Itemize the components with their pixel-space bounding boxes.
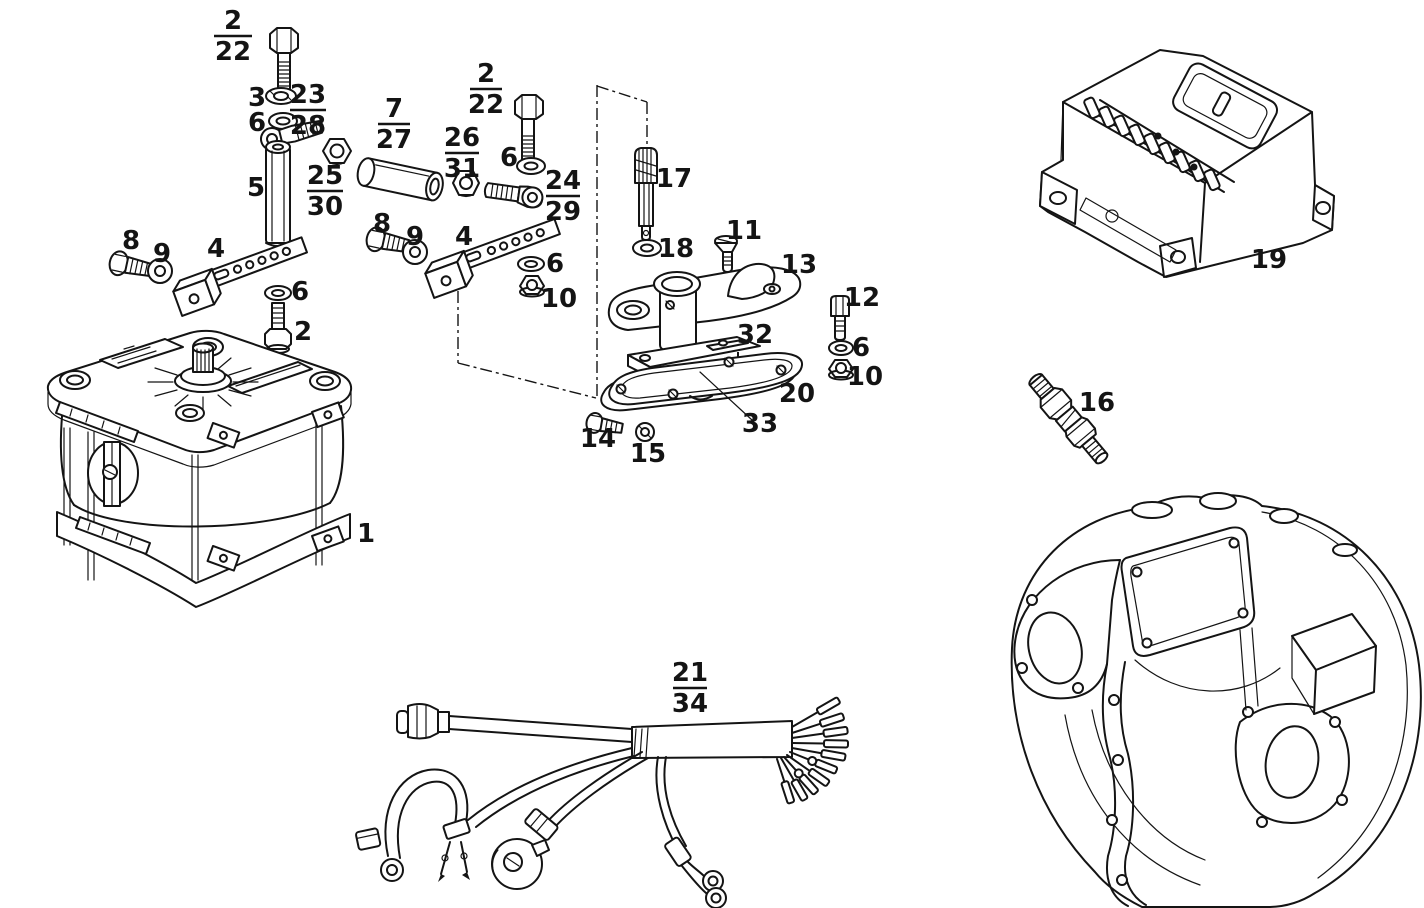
label-4-b: 4 xyxy=(455,222,473,252)
label-6-d: 6 xyxy=(546,249,564,279)
construction-lines xyxy=(457,85,648,399)
svg-text:30: 30 xyxy=(307,192,343,222)
terminal-block xyxy=(206,422,241,449)
svg-text:29: 29 xyxy=(545,197,581,227)
part-25-30-nut xyxy=(322,138,352,166)
label-11: 11 xyxy=(726,216,762,246)
part-4-bracket-b xyxy=(424,218,561,299)
label-25-30: 25 30 xyxy=(307,161,343,222)
part-7-27-bushing xyxy=(356,157,444,202)
label-18: 18 xyxy=(658,234,694,264)
svg-text:2: 2 xyxy=(224,6,242,36)
label-23-28: 23 28 xyxy=(290,80,326,141)
part-19-control-box xyxy=(1039,49,1335,278)
label-17: 17 xyxy=(656,164,692,194)
part-9-washer-a xyxy=(147,258,173,284)
part-3-lock-washer xyxy=(265,87,297,105)
part-9-washer-b xyxy=(402,239,428,265)
label-13: 13 xyxy=(781,250,817,280)
label-9-a: 9 xyxy=(153,239,171,269)
part-1-governor-unit xyxy=(46,329,353,608)
harness-terminals xyxy=(776,696,850,805)
part-23-28-ball-joint xyxy=(260,120,325,151)
part-6-washer-d xyxy=(517,256,545,272)
part-24-29-ball-joint xyxy=(483,182,544,209)
part-2-22-bolt-right xyxy=(514,94,544,167)
svg-text:23: 23 xyxy=(290,80,326,110)
svg-text:25: 25 xyxy=(307,161,343,191)
svg-text:34: 34 xyxy=(672,689,708,719)
part-5-spacer-sleeve xyxy=(265,140,291,247)
callout-labels: 2 22 3 23 28 6 5 25 30 7 27 26 31 2 xyxy=(122,6,1287,719)
part-18-washer xyxy=(632,239,662,257)
label-6-b: 6 xyxy=(500,143,518,173)
label-6-c: 6 xyxy=(291,277,309,307)
svg-text:22: 22 xyxy=(468,90,504,120)
label-12: 12 xyxy=(844,283,880,313)
label-2-c: 2 xyxy=(294,317,312,347)
part-4-bracket-a xyxy=(172,236,308,317)
svg-text:31: 31 xyxy=(444,154,480,184)
label-10-a: 10 xyxy=(541,284,577,314)
part-12-stud xyxy=(830,295,850,341)
part-20-cover xyxy=(608,352,803,406)
part-21-34-wiring-harness xyxy=(355,696,850,908)
label-19: 19 xyxy=(1251,245,1287,275)
svg-text:28: 28 xyxy=(290,111,326,141)
terminal-block xyxy=(311,525,345,553)
part-13-cam-plate xyxy=(607,262,802,353)
part-2-22-bolt-left xyxy=(269,27,299,94)
label-2-22-a: 2 22 xyxy=(214,6,252,67)
svg-text:27: 27 xyxy=(376,125,412,155)
label-6-a: 6 xyxy=(248,108,266,138)
part-6-washer-e xyxy=(828,340,854,356)
label-15: 15 xyxy=(630,439,666,469)
label-26-31: 26 31 xyxy=(444,123,480,184)
svg-text:26: 26 xyxy=(444,123,480,153)
part-6-washer-c xyxy=(264,285,292,301)
label-4-a: 4 xyxy=(207,234,225,264)
part-11-countersunk-screw xyxy=(714,235,738,273)
label-2-22-b: 2 22 xyxy=(468,59,504,120)
leader-33 xyxy=(699,371,753,421)
terminal-block xyxy=(206,545,241,572)
terminal-block xyxy=(311,401,345,429)
svg-text:7: 7 xyxy=(385,94,403,124)
label-7-27: 7 27 xyxy=(376,94,412,155)
part-14-bolt xyxy=(585,411,624,434)
label-3: 3 xyxy=(248,83,266,113)
label-8-b: 8 xyxy=(373,209,391,239)
part-8-bolt-a xyxy=(108,250,154,277)
part-26-31-nut xyxy=(452,170,480,198)
svg-text:24: 24 xyxy=(545,166,581,196)
part-16-fitting xyxy=(1028,373,1109,465)
label-1: 1 xyxy=(357,519,375,549)
terminal-blades xyxy=(1083,96,1221,192)
label-32: 32 xyxy=(737,320,773,350)
part-6-washer-b xyxy=(516,157,546,175)
label-9-b: 9 xyxy=(406,222,424,252)
label-33: 33 xyxy=(742,409,778,439)
label-14: 14 xyxy=(580,424,616,454)
label-5: 5 xyxy=(247,173,265,203)
part-15-nut xyxy=(635,422,655,442)
label-8-a: 8 xyxy=(122,226,140,256)
label-10-b: 10 xyxy=(847,362,883,392)
label-16: 16 xyxy=(1079,388,1115,418)
label-21-34: 21 34 xyxy=(672,658,708,719)
part-10-nut-b xyxy=(828,359,854,381)
part-17-splined-shaft xyxy=(634,147,658,241)
svg-text:21: 21 xyxy=(672,658,708,688)
label-6-e: 6 xyxy=(852,333,870,363)
svg-text:22: 22 xyxy=(215,37,251,67)
svg-text:2: 2 xyxy=(477,59,495,89)
flywheel-housing xyxy=(1010,492,1422,908)
part-10-nut-a xyxy=(519,275,545,298)
part-2-screw xyxy=(264,302,292,354)
label-20: 20 xyxy=(779,379,815,409)
label-24-29: 24 29 xyxy=(545,166,581,227)
